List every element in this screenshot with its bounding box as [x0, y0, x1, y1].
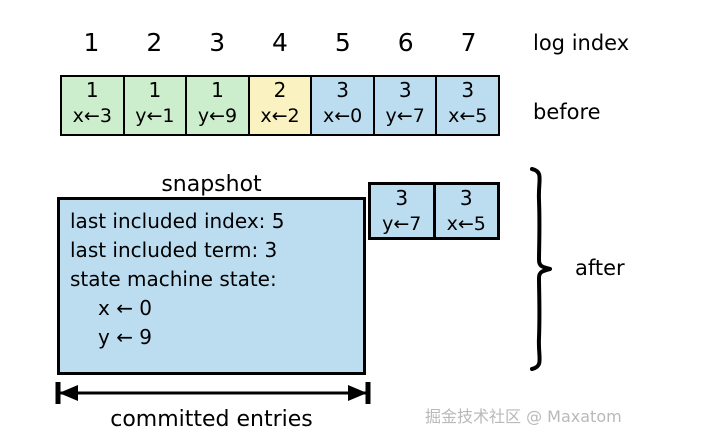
before-label: before [533, 100, 601, 124]
log-index-row: 1 2 3 4 5 6 7 [60, 26, 500, 60]
log-index-number: 5 [334, 28, 351, 57]
log-entry-command: y←1 [135, 105, 175, 127]
snapshot-state-var-y: y ← 9 [98, 325, 153, 349]
log-entry-term: 3 [459, 186, 473, 210]
snapshot-line-last-included-index: last included index: 5 [70, 209, 285, 233]
log-entry-term: 3 [395, 186, 409, 210]
log-entry-command: x←3 [72, 105, 112, 127]
log-entry: 3 y←7 [372, 75, 438, 136]
log-index-number: 1 [83, 28, 100, 57]
log-entry: 3 x←5 [435, 75, 501, 136]
before-log-row: 1 x←3 1 y←1 1 y←9 2 x←2 3 x←0 3 y←7 3 x←… [60, 75, 501, 136]
snapshot-box: last included index: 5 last included ter… [57, 197, 366, 375]
log-entry-command: y←7 [382, 213, 422, 235]
log-entry-command: y←7 [385, 105, 425, 127]
log-entry-term: 3 [336, 78, 349, 102]
log-index-label: log index [533, 31, 630, 55]
committed-entries-label: committed entries [110, 407, 313, 432]
log-entry-term: 1 [85, 78, 99, 102]
log-entry: 3 x←5 [432, 182, 500, 240]
log-entry: 3 y←7 [368, 182, 436, 240]
log-entry-term: 2 [273, 78, 287, 102]
log-entry-command: x←0 [322, 105, 363, 127]
log-entry-command: x←5 [446, 213, 486, 235]
committed-entries-arrow-icon [55, 382, 371, 404]
log-entry-term: 3 [461, 78, 475, 102]
snapshot-title: snapshot [161, 172, 262, 197]
watermark: 掘金技术社区 @ Maxatom [425, 407, 622, 426]
log-entry-term: 1 [148, 78, 162, 102]
after-brace-icon [530, 167, 552, 371]
log-entry-term: 3 [398, 78, 412, 102]
snapshot-state-var-x: x ← 0 [98, 296, 153, 320]
log-entry-command: x←2 [260, 105, 300, 127]
log-entry: 1 x←3 [60, 75, 125, 136]
log-index-number: 2 [146, 28, 163, 57]
log-index-number: 6 [397, 28, 414, 57]
log-index-number: 7 [460, 28, 477, 57]
log-entry-command: y←9 [197, 105, 238, 127]
after-log-row: 3 y←7 3 x←5 [368, 182, 500, 240]
log-entry: 3 x←0 [310, 75, 375, 136]
snapshot-line-state-machine-state: state machine state: [70, 267, 277, 291]
snapshot-line-last-included-term: last included term: 3 [70, 238, 278, 262]
log-index-number: 4 [272, 28, 288, 57]
log-entry-command: x←5 [448, 105, 488, 127]
after-label: after [575, 256, 625, 280]
log-index-number: 3 [209, 28, 226, 57]
log-entry: 1 y←9 [185, 75, 250, 136]
log-entry: 1 y←1 [122, 75, 188, 136]
log-entry-term: 1 [211, 78, 224, 102]
log-entry: 2 x←2 [247, 75, 313, 136]
